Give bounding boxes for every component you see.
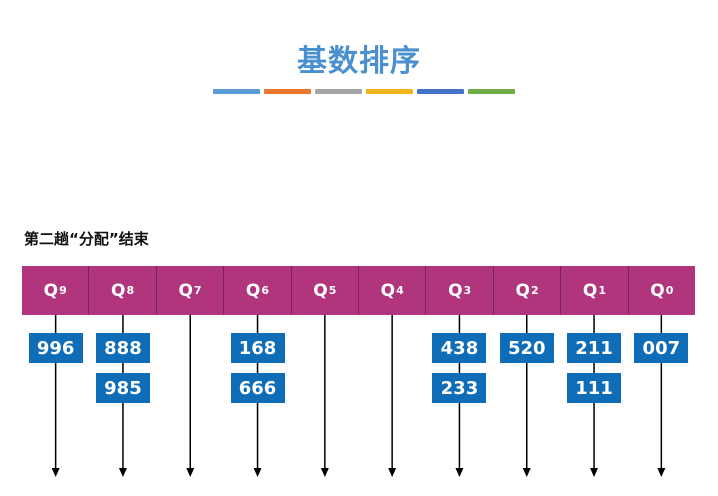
arrowhead-icon <box>253 468 262 477</box>
accent-bar-3 <box>366 89 413 94</box>
bucket-index: 9 <box>59 284 67 297</box>
accent-bar-0 <box>213 89 260 94</box>
bucket-index: 1 <box>598 284 606 297</box>
slide-title: 基数排序 <box>297 44 421 79</box>
bucket-label: Q <box>582 280 598 301</box>
arrowhead-icon <box>590 468 599 477</box>
bucket-index: 3 <box>463 284 472 297</box>
bucket-item: 111 <box>567 373 622 403</box>
bucket-label: Q <box>650 280 665 301</box>
bucket-index: 4 <box>396 284 404 297</box>
bucket-item: 996 <box>28 333 83 363</box>
bucket-item: 168 <box>230 333 285 363</box>
bucket-index: 8 <box>126 284 135 297</box>
bucket-item: 233 <box>432 373 487 403</box>
bucket-item: 985 <box>95 373 150 403</box>
bucket-label: Q <box>111 280 126 301</box>
bucket-label: Q <box>178 280 193 301</box>
bucket-index: 0 <box>665 284 674 297</box>
arrowhead-icon <box>455 468 464 477</box>
bucket-item: 211 <box>567 333 622 363</box>
arrowhead-icon <box>320 468 329 477</box>
bucket-label: Q <box>245 280 261 301</box>
bucket-item: 888 <box>95 333 150 363</box>
bucket-label: Q <box>43 280 59 301</box>
bucket-item: 666 <box>230 373 285 403</box>
accent-bar-4 <box>417 89 464 94</box>
bucket-index: 5 <box>328 284 337 297</box>
arrowhead-icon <box>186 468 195 477</box>
arrowhead-icon <box>118 468 127 477</box>
accent-bar-1 <box>264 89 311 94</box>
arrowhead-icon <box>657 468 666 477</box>
arrowhead-icon <box>522 468 531 477</box>
pass-status-label: 第二趟“分配”结束 <box>24 230 149 248</box>
bucket-label: Q <box>448 280 463 301</box>
bucket-item: 438 <box>432 333 487 363</box>
bucket-label: Q <box>515 280 530 301</box>
arrowhead-icon <box>51 468 60 477</box>
bucket-index: 2 <box>530 284 539 297</box>
accent-bar-5 <box>468 89 515 94</box>
arrowhead-icon <box>388 468 397 477</box>
bucket-label: Q <box>313 280 328 301</box>
bucket-index: 6 <box>261 284 269 297</box>
bucket-item: 007 <box>634 333 689 363</box>
bucket-item: 520 <box>499 333 554 363</box>
accent-bar-2 <box>315 89 362 94</box>
bucket-label: Q <box>380 280 396 301</box>
bucket-index: 7 <box>193 284 202 297</box>
